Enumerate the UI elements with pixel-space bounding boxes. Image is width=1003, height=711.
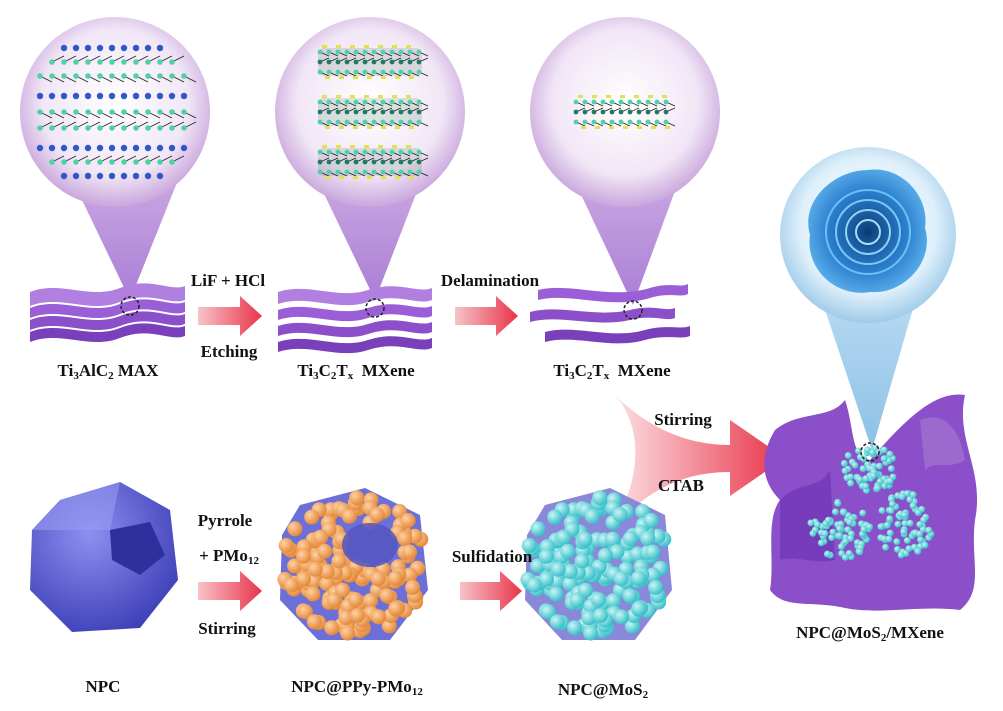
step-pyrrole: Pyrrole <box>197 511 253 530</box>
label-ti3alc2-max: Ti3AlC2 MAX <box>57 361 159 382</box>
label-npc-mos2-mxene: NPC@MoS2/MXene <box>796 623 944 644</box>
step-etching: Etching <box>200 342 258 361</box>
zoom-lens-mxene-dl <box>530 17 720 207</box>
npc-ppy-pmo12-particle <box>277 488 429 641</box>
arrow-etching <box>198 296 262 336</box>
zoom-lens-max <box>20 17 210 207</box>
ti3c2tx-delaminated-sheets <box>530 284 690 344</box>
arrow-delamination <box>455 296 518 336</box>
mxene-single-layer-structure <box>573 95 676 129</box>
mxene-multilayer-structure <box>317 45 429 179</box>
step-stirring-combine: Stirring <box>654 410 712 429</box>
npc-particle <box>30 482 178 632</box>
label-ti3c2tx-mxene-delaminated: Ti3C2Tx MXene <box>553 361 671 382</box>
label-npc-ppy-pmo12: NPC@PPy-PMo12 <box>291 677 423 698</box>
ti3c2tx-multilayer-stack <box>278 286 432 354</box>
ti3alc2-max-stack <box>30 283 185 342</box>
step-delamination: Delamination <box>440 271 540 290</box>
step-stirring: Stirring <box>198 619 256 638</box>
step-ctab: CTAB <box>658 476 704 495</box>
label-ti3c2tx-mxene-multilayer: Ti3C2Tx MXene <box>297 361 415 382</box>
step-lif-hcl: LiF + HCl <box>190 271 266 290</box>
max-atomic-structure <box>36 44 197 180</box>
mos2-flower <box>808 169 927 293</box>
arrow-polymerization <box>198 571 262 611</box>
label-npc: NPC <box>85 677 121 696</box>
step-pmo12: + PMo12 <box>199 546 259 567</box>
step-sulfidation: Sulfidation <box>451 547 533 566</box>
npc-mos2-particle <box>520 488 672 641</box>
zoom-lens-mxene-ml <box>275 17 465 207</box>
arrow-combine <box>612 395 785 530</box>
label-npc-mos2: NPC@MoS2 <box>557 680 649 701</box>
arrow-sulfidation <box>460 571 522 611</box>
npc-mos2-mxene-composite <box>764 394 978 611</box>
